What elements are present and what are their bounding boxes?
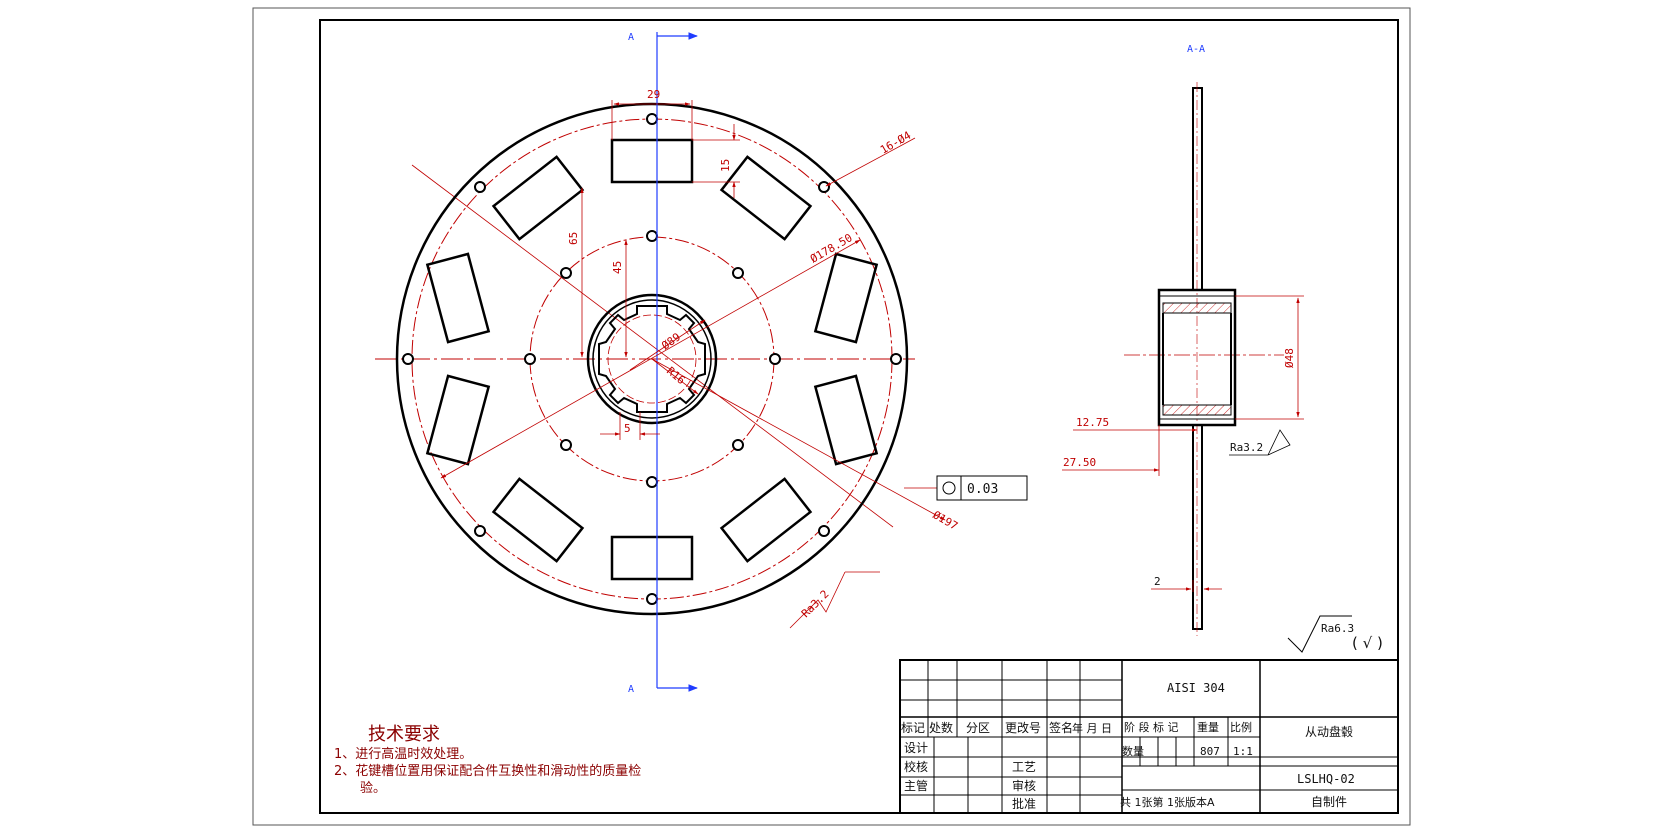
dim-bore: Ø89: [659, 330, 683, 352]
tb-sheets: 共 1张第 1张版本A: [1120, 795, 1215, 809]
general-roughness: Ra6.3 ( √ ): [1287, 615, 1383, 653]
tb-h-mark: 标记: [901, 721, 925, 735]
flatness-value: 0.03: [967, 482, 998, 497]
plate-upper: [1192, 87, 1203, 291]
section-cut-line: [656, 32, 698, 692]
tech-title: 技术要求: [368, 724, 440, 745]
front-dimension-lines: [440, 100, 946, 629]
dim-offset-45: 45: [611, 261, 624, 274]
dim-holes: 16-Ø4: [878, 129, 914, 157]
dim-pcd-outer: Ø178.50: [808, 231, 855, 265]
dim-offset-65: 65: [567, 232, 580, 245]
general-roughness-value: Ra6.3: [1321, 622, 1354, 635]
tb-weight: 重量: [1197, 720, 1219, 734]
tb-h-zone: 分区: [966, 721, 990, 735]
dim-slot-height: 15: [719, 159, 732, 172]
tb-r-manager: 主管: [904, 778, 928, 793]
window-top-left: [491, 155, 585, 241]
dim-outer-dia: Ø197: [931, 508, 960, 533]
tb-h-change: 更改号: [1005, 721, 1041, 735]
section-mark-top: A: [628, 32, 634, 43]
window-bottom-left: [491, 477, 585, 563]
front-roughness: Ra3.2: [799, 588, 832, 621]
tb-qty: 数量: [1122, 745, 1144, 758]
flatness-icon: [942, 481, 956, 495]
tb-source: 自制件: [1311, 795, 1347, 809]
title-block: AISI 304 从动盘毂 LSLHQ-02 自制件 标记 处数 分区 更改号 …: [899, 659, 1399, 814]
dim-thickness: 2: [1154, 575, 1161, 588]
frame-border: [319, 19, 1399, 814]
plate-lower: [1192, 424, 1203, 630]
section-mark-bottom: A: [628, 684, 634, 695]
front-view: A A: [375, 32, 1028, 695]
hub-section: [1157, 288, 1237, 427]
window-bottom: [610, 535, 694, 581]
outer-holes: [402, 113, 902, 605]
section-title: A-A: [1187, 44, 1205, 55]
sheet-border: [252, 7, 1411, 826]
tech-item-2: 2、花键槽位置用保证配合件互换性和滑动性的质量检: [334, 763, 641, 779]
tb-r-approve: 批准: [1012, 796, 1036, 811]
diagonal-leader-1: [411, 164, 894, 528]
tb-h-count: 处数: [929, 720, 953, 735]
tb-r-check: 校核: [904, 759, 928, 774]
tb-h-sign: 签名: [1049, 720, 1073, 735]
flatness-frame: 0.03: [936, 475, 1028, 501]
tech-requirements: 技术要求 1、进行高温时效处理。 2、花键槽位置用保证配合件互换性和滑动性的质量…: [334, 724, 641, 796]
tech-item-2-cont: 验。: [360, 780, 386, 796]
window-bottom-right: [719, 477, 813, 563]
tb-r-design: 设计: [904, 741, 928, 755]
window-right-upper: [813, 252, 879, 344]
dim-hub-dia: Ø48: [1283, 348, 1296, 368]
tb-drawing-no: LSLHQ-02: [1297, 772, 1355, 786]
tb-stage: 阶 段 标 记: [1124, 720, 1179, 734]
dim-key-width: 5: [624, 422, 631, 435]
tb-material: AISI 304: [1167, 681, 1225, 695]
tb-r-process: 工艺: [1012, 760, 1036, 774]
general-roughness-suffix: ( √ ): [1352, 634, 1383, 652]
section-view: A-A Ø48 12.75 27.5: [1062, 44, 1304, 636]
section-roughness: Ra3.2: [1230, 441, 1263, 454]
dim-slot-width: 29: [647, 88, 660, 101]
tb-h-date: 年 月 日: [1072, 721, 1112, 735]
section-dimension-lines: [1062, 295, 1304, 592]
tb-r-review: 审核: [1012, 778, 1036, 793]
tb-ratio: 比例: [1230, 720, 1252, 734]
dim-27-50: 27.50: [1063, 456, 1096, 469]
dim-12-75: 12.75: [1076, 416, 1109, 429]
window-left-upper: [425, 252, 491, 344]
tech-item-1: 1、进行高温时效处理。: [334, 746, 472, 762]
tb-ratio-val: 1:1: [1233, 745, 1253, 758]
window-top-right: [719, 155, 813, 241]
tb-weight-val: 807: [1200, 745, 1220, 758]
window-top: [610, 138, 694, 184]
window-right-lower: [813, 374, 879, 466]
tb-part-name: 从动盘毂: [1305, 724, 1353, 739]
window-left-lower: [425, 374, 491, 466]
